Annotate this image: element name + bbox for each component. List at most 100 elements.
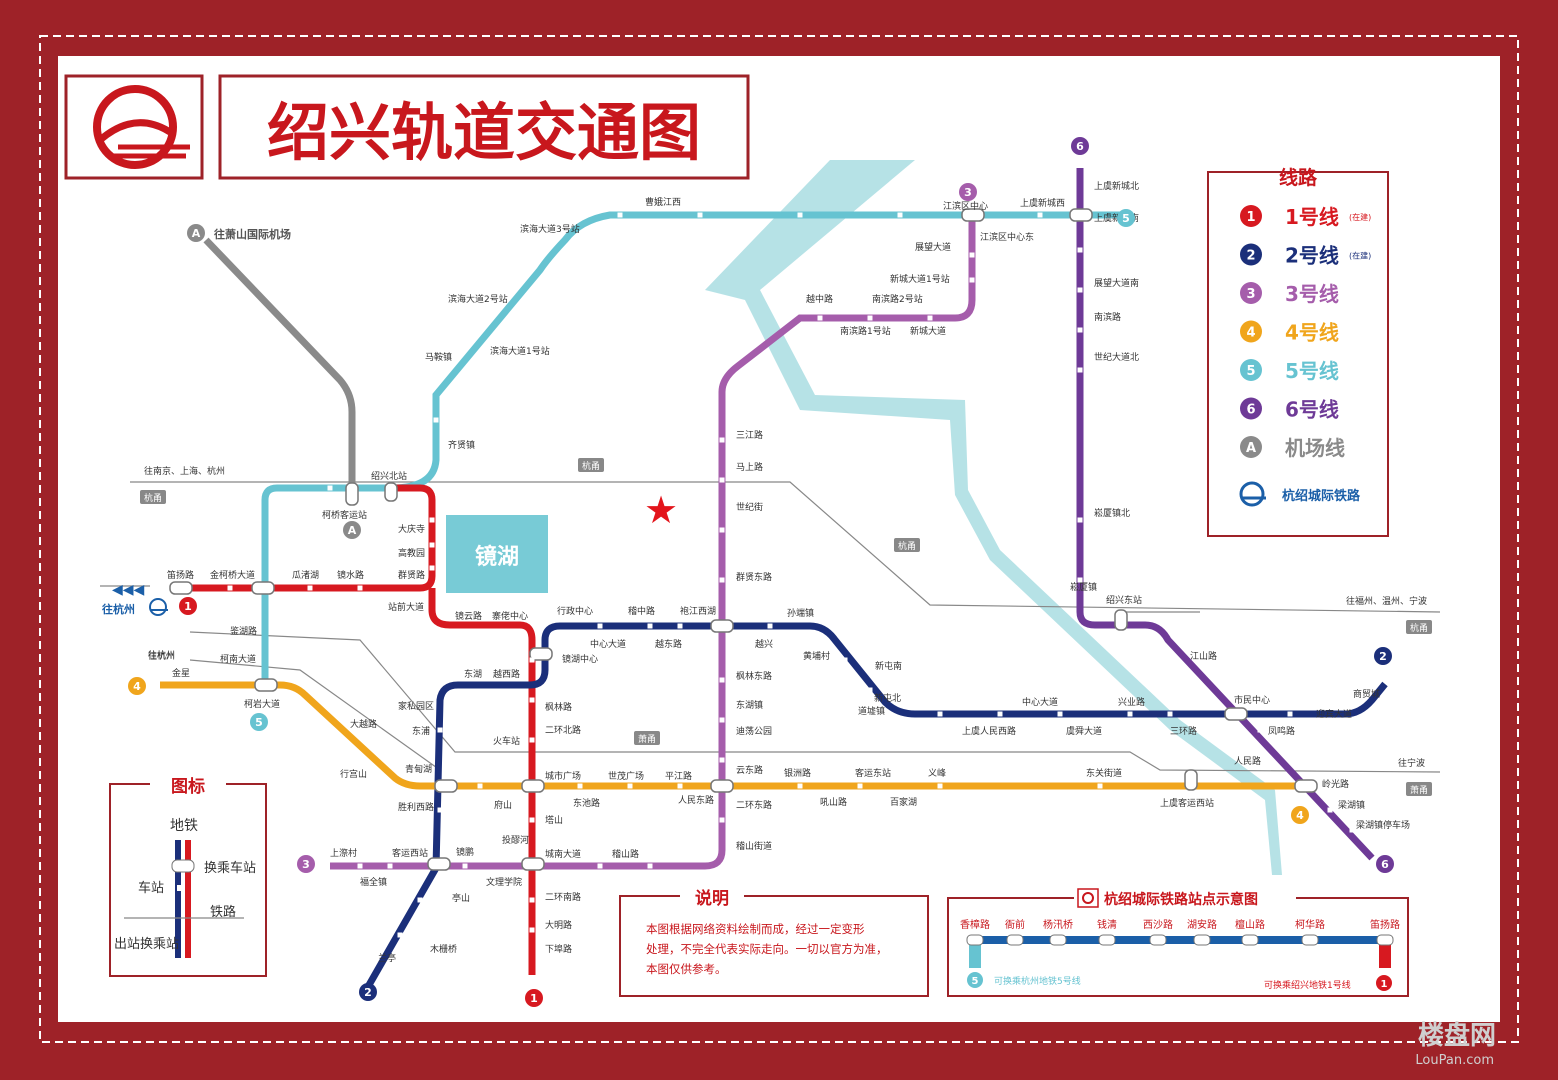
intercity-station-marker	[1301, 934, 1319, 946]
transfer-1-note: 可换乘绍兴地铁1号线	[1264, 979, 1351, 991]
station-dot	[927, 315, 933, 321]
station-label: 往杭州	[148, 650, 175, 662]
legend-line-badge-icon	[1240, 205, 1262, 227]
star-icon: ★	[644, 488, 678, 532]
station-dot	[937, 783, 943, 789]
rail-badge-bg	[1406, 620, 1432, 634]
station-dot	[1287, 711, 1293, 717]
station-dot	[1057, 711, 1063, 717]
station-label: 越东路	[655, 638, 682, 650]
station-label: 东浦	[412, 725, 430, 737]
station-dot	[867, 315, 873, 321]
station-label: 南滨路2号站	[872, 293, 923, 305]
station-label: 中心大道	[1022, 696, 1058, 708]
line-end-badge-icon	[1117, 209, 1135, 227]
line-1b	[428, 588, 536, 975]
to-hangzhou-label: 往杭州	[102, 602, 135, 616]
station-dot	[867, 687, 873, 693]
station-label: 投醪河	[502, 834, 529, 846]
station-label: 镜云路	[455, 610, 482, 622]
station-label: 虞舜大道	[1066, 725, 1102, 737]
icon-legend-metro: 地铁	[170, 818, 198, 834]
station-dot	[327, 485, 333, 491]
station-label: 黄埔村	[803, 650, 830, 662]
station-label: 迪荡公园	[736, 725, 772, 737]
station-label: 城南大道	[545, 848, 581, 860]
legend-line-label: 2号线	[1285, 244, 1339, 268]
station-label: 道墟镇	[858, 705, 885, 717]
station-dot	[477, 783, 483, 789]
line-end-badge-number: 2	[1379, 650, 1387, 663]
intercity-station-label: 檀山路	[1235, 918, 1265, 931]
line-end-badge-number: 6	[1076, 140, 1084, 153]
legend-line-label: 5号线	[1285, 359, 1339, 383]
logo-frame	[64, 74, 204, 180]
station-dot	[429, 542, 435, 548]
station-dot	[767, 623, 773, 629]
station-label: 绍兴北站	[371, 470, 407, 482]
lake-jinghu	[446, 515, 548, 593]
station-label: 东湖镇	[736, 699, 763, 711]
intercity-stations: 香樟路衙前杨汛桥钱清西沙路湖安路檀山路柯华路笛扬路	[960, 918, 1400, 946]
line-end-badge-icon	[128, 677, 146, 695]
station-label: 木栅桥	[430, 943, 457, 955]
arrow-left-icon: ◀◀◀	[112, 582, 145, 598]
icon-legend-title-bg	[150, 774, 226, 796]
station-label: 鉴湖路	[230, 625, 257, 637]
station-label: 市民中心	[1234, 694, 1270, 706]
station-label: 马上路	[736, 461, 763, 473]
note-title-bg	[680, 886, 744, 908]
route-legend	[1207, 171, 1389, 537]
legend-line-badge-number: 6	[1246, 403, 1255, 418]
station-dot	[1327, 807, 1333, 813]
station-label: 笛扬路	[167, 569, 194, 581]
station-dot	[529, 927, 535, 933]
station-dot	[997, 711, 1003, 717]
rail-badge-bg	[140, 490, 166, 504]
station-dot	[529, 697, 535, 703]
station-label: 群贤东路	[736, 571, 772, 583]
station-dot	[1077, 247, 1083, 253]
station-label: 文理学院	[486, 876, 522, 888]
station-dot	[897, 212, 903, 218]
station-label: 城市广场	[545, 770, 581, 782]
legend-line-label: 4号线	[1285, 321, 1339, 345]
station-dot	[577, 783, 583, 789]
line-end-badge-number: 1	[530, 992, 538, 1005]
station-dot	[1077, 577, 1083, 583]
legend-line-badge-number: 5	[1246, 364, 1255, 379]
station-label: 枫林路	[545, 701, 572, 713]
station-dot	[1037, 212, 1043, 218]
station-dot	[1127, 711, 1133, 717]
station-label: 新屯北	[874, 692, 901, 704]
note-line-2: 处理，不完全代表实际走向。一切以官方为准，	[646, 942, 888, 956]
line-end-badge-icon	[250, 713, 268, 731]
station-label: 镜鹏	[456, 846, 474, 858]
direction-label: 往南京、上海、杭州	[144, 465, 225, 477]
intercity-station-label: 钱清	[1097, 918, 1117, 931]
rail-badge-bg	[894, 538, 920, 552]
station-label: 凤鸣路	[1268, 725, 1295, 737]
station-label: 下埠路	[545, 943, 572, 955]
station-label: 家私园区	[398, 700, 434, 712]
station-dot	[462, 863, 468, 869]
note-title: 说明	[695, 888, 729, 909]
station-dot	[797, 212, 803, 218]
rail-badge-label: 杭甬	[144, 492, 162, 504]
station-dot	[1349, 827, 1355, 833]
station-label: 府山	[494, 799, 512, 811]
station-label: 二环东路	[736, 799, 772, 811]
railway-lines	[100, 481, 1441, 773]
station-label: 群贤路	[398, 569, 425, 581]
station-label: 行宫山	[340, 768, 367, 780]
station-label: 三环路	[1170, 725, 1197, 737]
station-label: 稽中路	[628, 605, 655, 617]
legend-line-badge-number: 4	[1246, 326, 1255, 341]
icon-legend-transfer: 换乘车站	[204, 860, 256, 876]
legend-line-badge-number: 3	[1246, 287, 1255, 302]
intercity-legend-label: 杭绍城际铁路	[1282, 488, 1361, 504]
station-dot	[842, 657, 848, 663]
line-end-badge-icon	[959, 183, 977, 201]
intercity-station-marker	[1241, 934, 1259, 946]
station-label: 上虞客运西站	[1160, 797, 1214, 809]
